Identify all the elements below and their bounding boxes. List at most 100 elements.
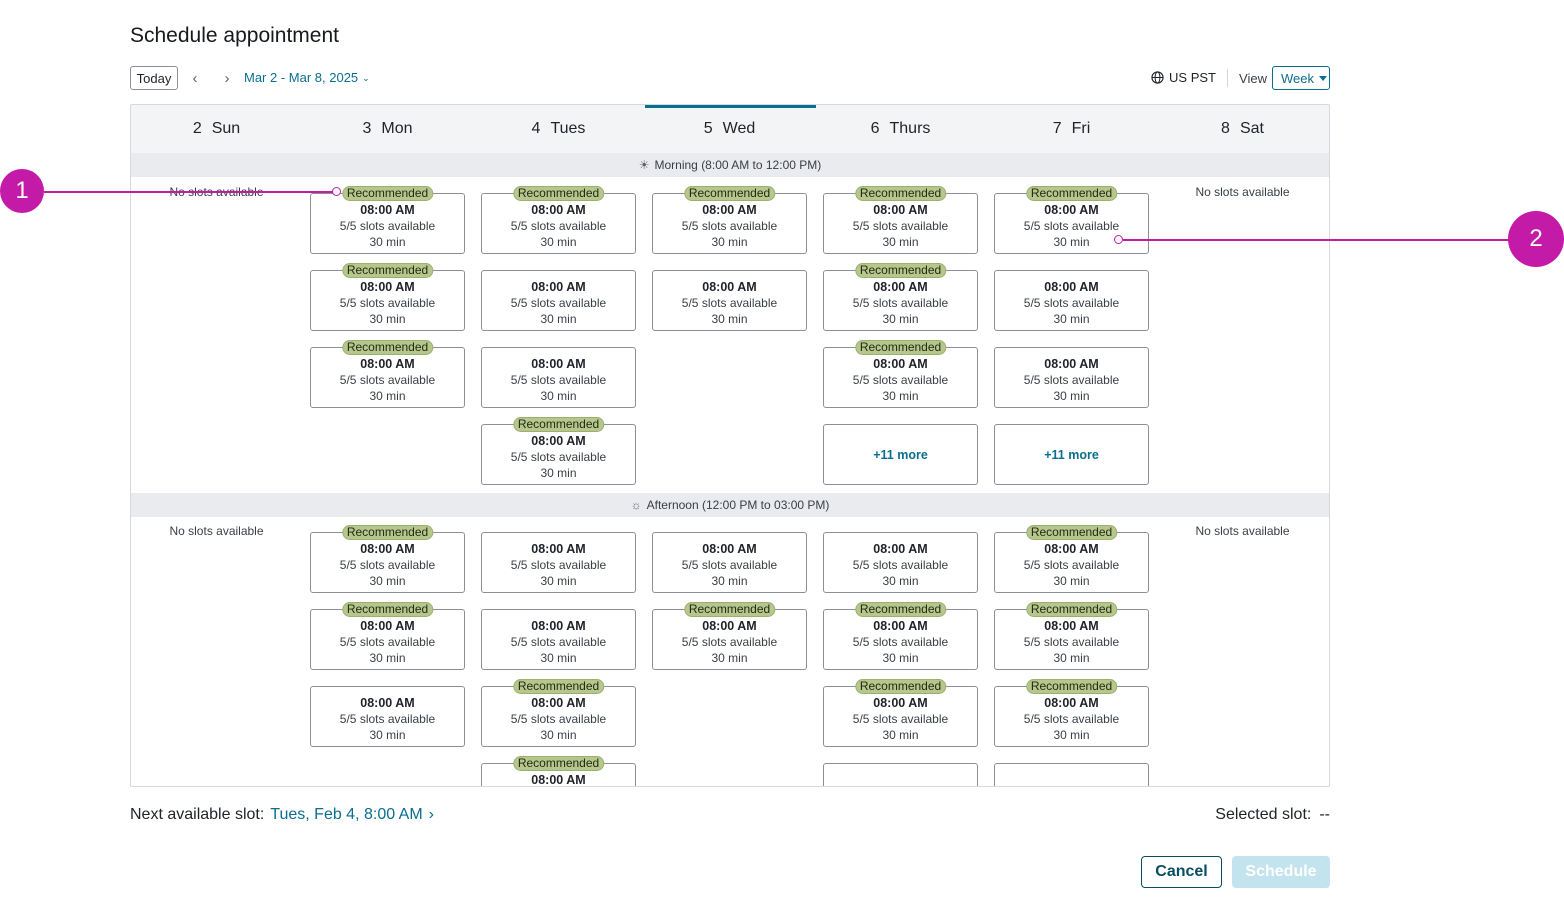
slot-time: 08:00 AM bbox=[360, 203, 415, 217]
callout-2-dot bbox=[1114, 235, 1123, 244]
slot-time: 08:00 AM bbox=[873, 619, 928, 633]
more-slots-button[interactable]: +11 more bbox=[823, 424, 978, 485]
callout-2-line bbox=[1123, 239, 1509, 241]
chevron-left-icon[interactable]: ‹ bbox=[192, 69, 198, 87]
chevron-right-icon[interactable]: › bbox=[428, 806, 434, 823]
sun-icon: ☀ bbox=[638, 158, 650, 172]
afternoon-section-header: ☼ Afternoon (12:00 PM to 03:00 PM) bbox=[131, 493, 1329, 517]
slot-availability: 5/5 slots available bbox=[510, 296, 607, 310]
recommended-badge: Recommended bbox=[854, 679, 947, 694]
slot-time: 08:00 AM bbox=[531, 696, 586, 710]
time-slot-card[interactable]: 08:00 AM 5/5 slots available 30 min bbox=[994, 270, 1149, 331]
recommended-badge: Recommended bbox=[512, 679, 605, 694]
slot-duration: 30 min bbox=[1053, 389, 1090, 403]
slot-time: 08:00 AM bbox=[1044, 280, 1099, 294]
recommended-badge: Recommended bbox=[341, 186, 434, 201]
next-available-slot: Next available slot: Tues, Feb 4, 8:00 A… bbox=[130, 806, 434, 824]
cancel-button[interactable]: Cancel bbox=[1141, 856, 1222, 888]
schedule-button[interactable]: Schedule bbox=[1232, 856, 1330, 888]
day-header-tues: 4 Tues bbox=[473, 105, 644, 153]
day-name: Mon bbox=[381, 120, 413, 137]
slot-duration: 30 min bbox=[882, 312, 919, 326]
selected-slot-label: Selected slot: bbox=[1215, 806, 1312, 823]
slot-availability: 5/5 slots available bbox=[1023, 296, 1120, 310]
callout-1-dot bbox=[332, 187, 341, 196]
slot-duration: 30 min bbox=[1053, 574, 1090, 588]
slot-time: 08:00 AM bbox=[531, 203, 586, 217]
no-slots-label: No slots available bbox=[169, 524, 264, 538]
day-name: Tues bbox=[550, 120, 586, 137]
day-name: Sun bbox=[211, 120, 241, 137]
morning-section-header: ☀ Morning (8:00 AM to 12:00 PM) bbox=[131, 153, 1329, 177]
slot-availability: 5/5 slots available bbox=[510, 450, 607, 464]
time-slot-card[interactable] bbox=[994, 763, 1149, 786]
recommended-badge: Recommended bbox=[512, 186, 605, 201]
slot-duration: 30 min bbox=[369, 651, 406, 665]
day-number: 2 bbox=[192, 120, 202, 137]
slot-duration: 30 min bbox=[540, 466, 577, 480]
today-button[interactable]: Today bbox=[130, 66, 178, 90]
day-name: Sat bbox=[1239, 120, 1264, 137]
slot-availability: 5/5 slots available bbox=[510, 373, 607, 387]
slot-duration: 30 min bbox=[1053, 312, 1090, 326]
calendar-toolbar: Today ‹ › Mar 2 - Mar 8, 2025 ⌄ US PST V… bbox=[130, 66, 1330, 90]
time-slot-card[interactable] bbox=[823, 763, 978, 786]
recommended-badge: Recommended bbox=[1025, 679, 1118, 694]
slot-duration: 30 min bbox=[882, 574, 919, 588]
slot-availability: 5/5 slots available bbox=[681, 635, 778, 649]
callout-2-badge: 2 bbox=[1508, 211, 1564, 267]
slot-availability: 5/5 slots available bbox=[1023, 558, 1120, 572]
timezone-selector[interactable]: US PST bbox=[1151, 70, 1216, 85]
slot-duration: 30 min bbox=[882, 389, 919, 403]
slot-time: 08:00 AM bbox=[702, 280, 757, 294]
more-slots-button[interactable]: +11 more bbox=[994, 424, 1149, 485]
recommended-badge: Recommended bbox=[1025, 186, 1118, 201]
recommended-badge: Recommended bbox=[683, 602, 776, 617]
slot-time: 08:00 AM bbox=[1044, 357, 1099, 371]
date-range-label: Mar 2 - Mar 8, 2025 bbox=[244, 70, 359, 85]
next-available-link[interactable]: Tues, Feb 4, 8:00 AM bbox=[270, 806, 423, 823]
date-range-picker[interactable]: Mar 2 - Mar 8, 2025 ⌄ bbox=[244, 70, 370, 85]
slot-duration: 30 min bbox=[369, 574, 406, 588]
slot-availability: 5/5 slots available bbox=[852, 558, 949, 572]
day-number: 5 bbox=[703, 120, 713, 137]
day-number: 4 bbox=[531, 120, 541, 137]
slot-duration: 30 min bbox=[882, 235, 919, 249]
recommended-badge: Recommended bbox=[854, 186, 947, 201]
chevron-right-icon[interactable]: › bbox=[224, 69, 230, 87]
view-select[interactable]: Week bbox=[1272, 66, 1330, 90]
day-number: 7 bbox=[1052, 120, 1062, 137]
